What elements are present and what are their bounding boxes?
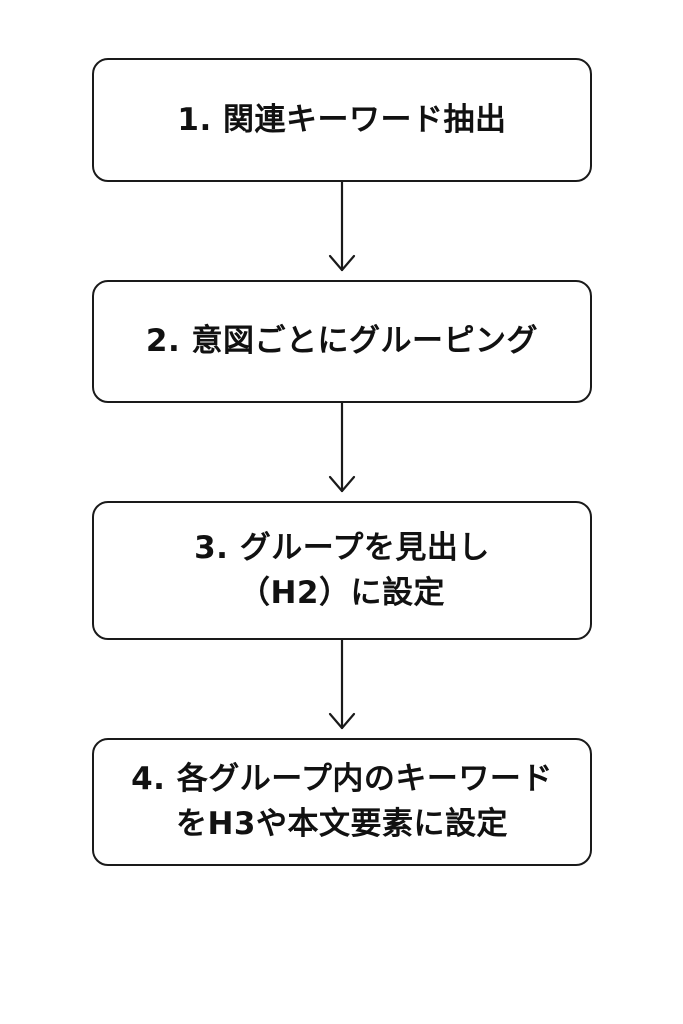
- step-4-text-line-2: をH3や本文要素に設定: [175, 806, 508, 842]
- step-box-1: 1. 関連キーワード抽出: [92, 58, 592, 182]
- step-box-4: 4. 各グループ内のキーワード をH3や本文要素に設定: [92, 738, 592, 866]
- step-3-text-line-1: 3. グループを見出し: [194, 529, 490, 566]
- step-2-text: 2. 意図ごとにグルーピング: [145, 323, 539, 360]
- step-box-2: 2. 意図ごとにグルーピング: [92, 280, 592, 403]
- arrow-2-to-3: [328, 401, 356, 493]
- step-1-text: 1. 関連キーワード抽出: [177, 101, 507, 138]
- step-4-text-line-1: 4. 各グループ内のキーワード: [131, 761, 553, 798]
- step-3-text-line-2: （H2）に設定: [238, 574, 445, 611]
- step-box-3: 3. グループを見出し （H2）に設定: [92, 501, 592, 640]
- arrow-3-to-4: [328, 638, 356, 730]
- arrow-1-to-2: [328, 180, 356, 272]
